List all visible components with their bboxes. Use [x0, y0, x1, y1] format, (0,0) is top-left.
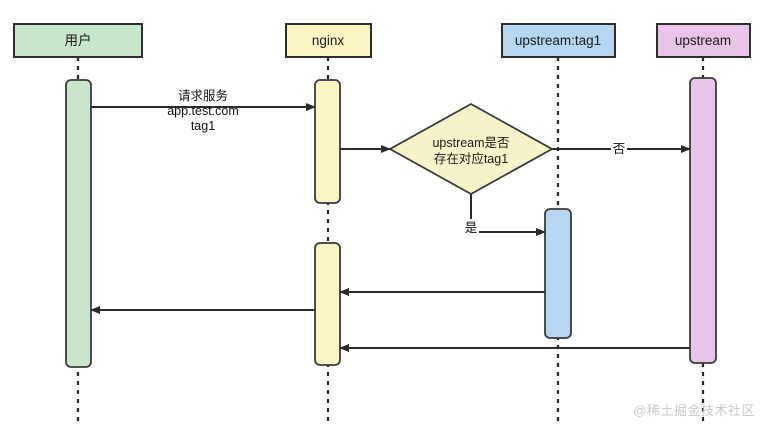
message-label-line: app.test.com [167, 104, 239, 118]
participant-label-user: 用户 [65, 32, 92, 48]
actor-headers-layer: 用户 nginx upstream:tag1 upstream [13, 23, 751, 58]
branch-label-bg-msg-decision-yes-tag1 [463, 219, 479, 236]
decision-layer: upstream是否存在对应tag1 [388, 102, 554, 196]
decision-label: upstream是否存在对应tag1 [432, 136, 509, 166]
participant-label-upstream: upstream [675, 33, 731, 48]
participant-box-upstream[interactable] [656, 23, 751, 58]
activation-bar-nginx[interactable] [314, 79, 341, 204]
participant-box-nginx[interactable] [285, 23, 372, 58]
watermark-label: @稀土掘金技术社区 [633, 403, 755, 418]
messages-layer [90, 103, 691, 352]
activation-bar-upstream[interactable] [689, 77, 717, 364]
message-label-line: tag1 [191, 119, 215, 133]
participant-label-upstream_tag1: upstream:tag1 [515, 33, 601, 48]
watermark-layer: @稀土掘金技术社区 [633, 403, 755, 418]
participant-box-user[interactable] [13, 23, 143, 58]
participant-box-upstream_tag1[interactable] [501, 23, 616, 58]
decision-diamond[interactable] [388, 102, 554, 196]
decision-label-line: 存在对应tag1 [434, 151, 508, 166]
decision-label-line: upstream是否 [432, 136, 509, 150]
branch-label-msg-decision-no-upstream: 否 [613, 142, 626, 156]
message-label-line: 请求服务 [178, 88, 228, 103]
branch-label-bg-msg-decision-no-upstream [611, 140, 627, 157]
participant-label-nginx: nginx [312, 33, 345, 48]
activation-bar-nginx[interactable] [314, 242, 341, 366]
branch-label-msg-decision-yes-tag1: 是 [465, 221, 478, 235]
activation-bar-user[interactable] [65, 79, 92, 368]
activation-bar-upstream_tag1[interactable] [544, 208, 572, 339]
activations-layer [65, 77, 717, 368]
